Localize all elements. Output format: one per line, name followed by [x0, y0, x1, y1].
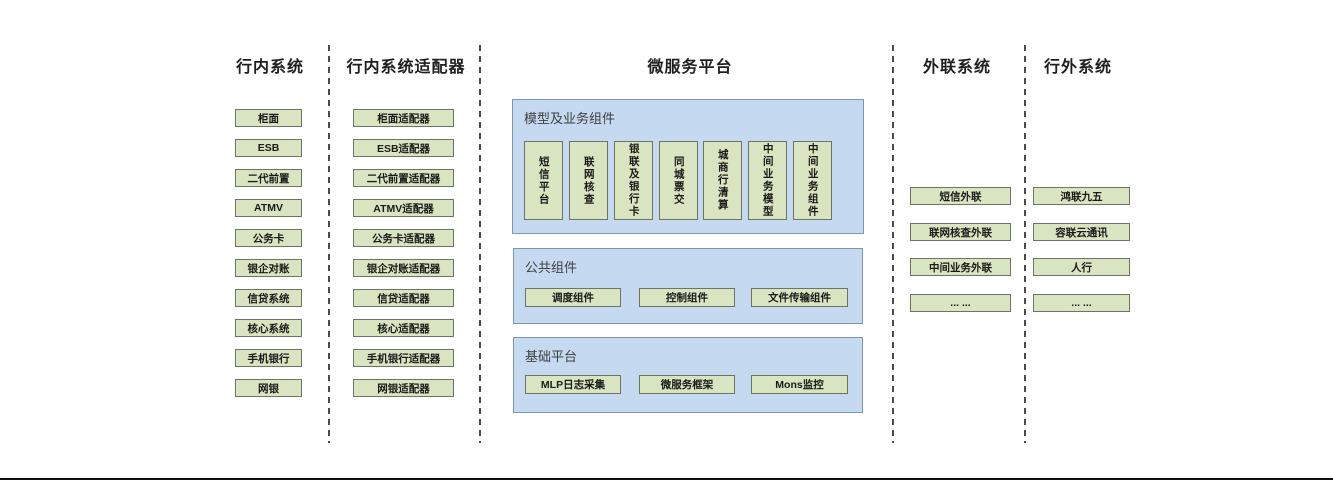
diagram-node: ESB: [235, 139, 302, 157]
diagram-node: 短信平台: [524, 141, 563, 220]
diagram-node: MLP日志采集: [525, 375, 621, 394]
diagram-node: Mons监控: [751, 375, 848, 394]
diagram-node: ATMV: [235, 199, 302, 217]
column-header-microservice-platform: 微服务平台: [647, 59, 733, 76]
diagram-node: ESB适配器: [353, 139, 454, 157]
diagram-node: 柜面适配器: [353, 109, 454, 127]
column-header-internal-adapters: 行内系统适配器: [346, 59, 466, 76]
column-header-internal-systems: 行内系统: [235, 59, 304, 76]
diagram-node: 微服务框架: [639, 375, 735, 394]
dashed-separator: [1024, 45, 1026, 443]
diagram-node: 银企对账: [235, 259, 302, 277]
diagram-node: 信贷适配器: [353, 289, 454, 307]
dashed-separator: [328, 45, 330, 443]
diagram-node: 中间业务组件: [793, 141, 832, 220]
diagram-node: 公务卡: [235, 229, 302, 247]
column-header-external-systems: 行外系统: [1043, 59, 1112, 76]
diagram-node: 联网核查外联: [910, 223, 1011, 241]
diagram-node: 银企对账适配器: [353, 259, 454, 277]
diagram-node: 中间业务外联: [910, 258, 1011, 276]
diagram-node: 网银: [235, 379, 302, 397]
section-common-components: 公共组件 调度组件 控制组件 文件传输组件: [513, 248, 863, 324]
diagram-node: 核心系统: [235, 319, 302, 337]
diagram-node: 信贷系统: [235, 289, 302, 307]
bottom-rule: [0, 478, 1333, 480]
diagram-node: 城商行清算: [703, 141, 742, 220]
dashed-separator: [479, 45, 481, 443]
diagram-node: 银联及银行卡: [614, 141, 653, 220]
dashed-separator: [892, 45, 894, 443]
section-label: 公共组件: [525, 260, 578, 275]
diagram-node: 短信外联: [910, 187, 1011, 205]
section-label: 基础平台: [525, 349, 578, 364]
diagram-node: 文件传输组件: [751, 288, 848, 307]
diagram-node: 调度组件: [525, 288, 621, 307]
diagram-node: 核心适配器: [353, 319, 454, 337]
column-header-outreach-systems: 外联系统: [922, 59, 991, 76]
diagram-node: 中间业务模型: [748, 141, 787, 220]
diagram-node: 柜面: [235, 109, 302, 127]
diagram-node: 手机银行: [235, 349, 302, 367]
diagram-node: ... ...: [910, 294, 1011, 312]
diagram-node: 同城票交: [659, 141, 698, 220]
diagram-node: 人行: [1033, 258, 1130, 276]
diagram-node: 二代前置: [235, 169, 302, 187]
section-base-platform: 基础平台 MLP日志采集 微服务框架 Mons监控: [513, 337, 863, 413]
diagram-node: 公务卡适配器: [353, 229, 454, 247]
diagram-node: ATMV适配器: [353, 199, 454, 217]
diagram-node: 控制组件: [639, 288, 735, 307]
diagram-node: ... ...: [1033, 294, 1130, 312]
diagram-node: 网银适配器: [353, 379, 454, 397]
diagram-node: 容联云通讯: [1033, 223, 1130, 241]
section-label: 模型及业务组件: [524, 111, 616, 126]
diagram-node: 手机银行适配器: [353, 349, 454, 367]
section-model-business-components: 模型及业务组件 短信平台 联网核查 银联及银行卡 同城票交 城商行清算 中间业务…: [512, 99, 864, 234]
diagram-node: 二代前置适配器: [353, 169, 454, 187]
diagram-node: 联网核查: [569, 141, 608, 220]
diagram-node: 鸿联九五: [1033, 187, 1130, 205]
